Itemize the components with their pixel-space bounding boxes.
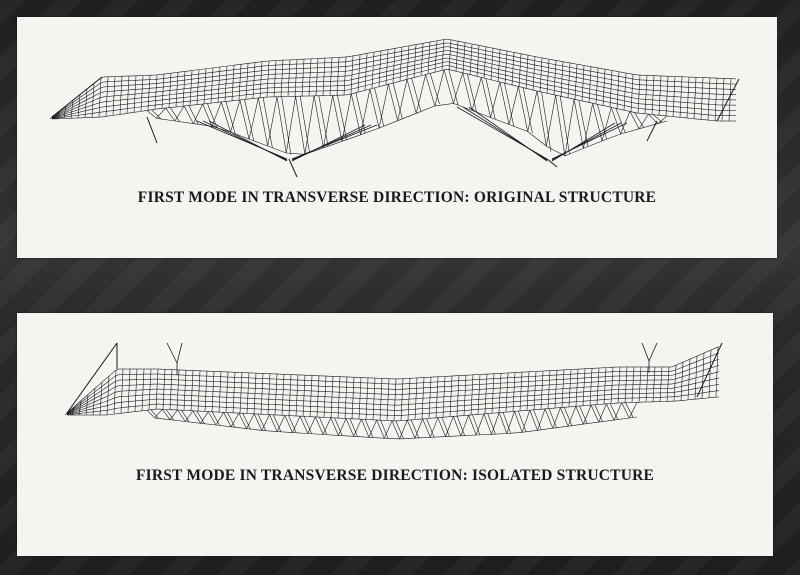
figure-panel-isolated: FIRST MODE IN TRANSVERSE DIRECTION: ISOL… (17, 313, 773, 556)
figure-caption-isolated: FIRST MODE IN TRANSVERSE DIRECTION: ISOL… (135, 467, 655, 484)
bridge-mode-shape-original (49, 38, 740, 178)
figure-panel-original: FIRST MODE IN TRANSVERSE DIRECTION: ORIG… (17, 17, 777, 258)
figure-caption-original: FIRST MODE IN TRANSVERSE DIRECTION: ORIG… (137, 189, 657, 206)
bridge-mode-shape-isolated (64, 342, 723, 440)
